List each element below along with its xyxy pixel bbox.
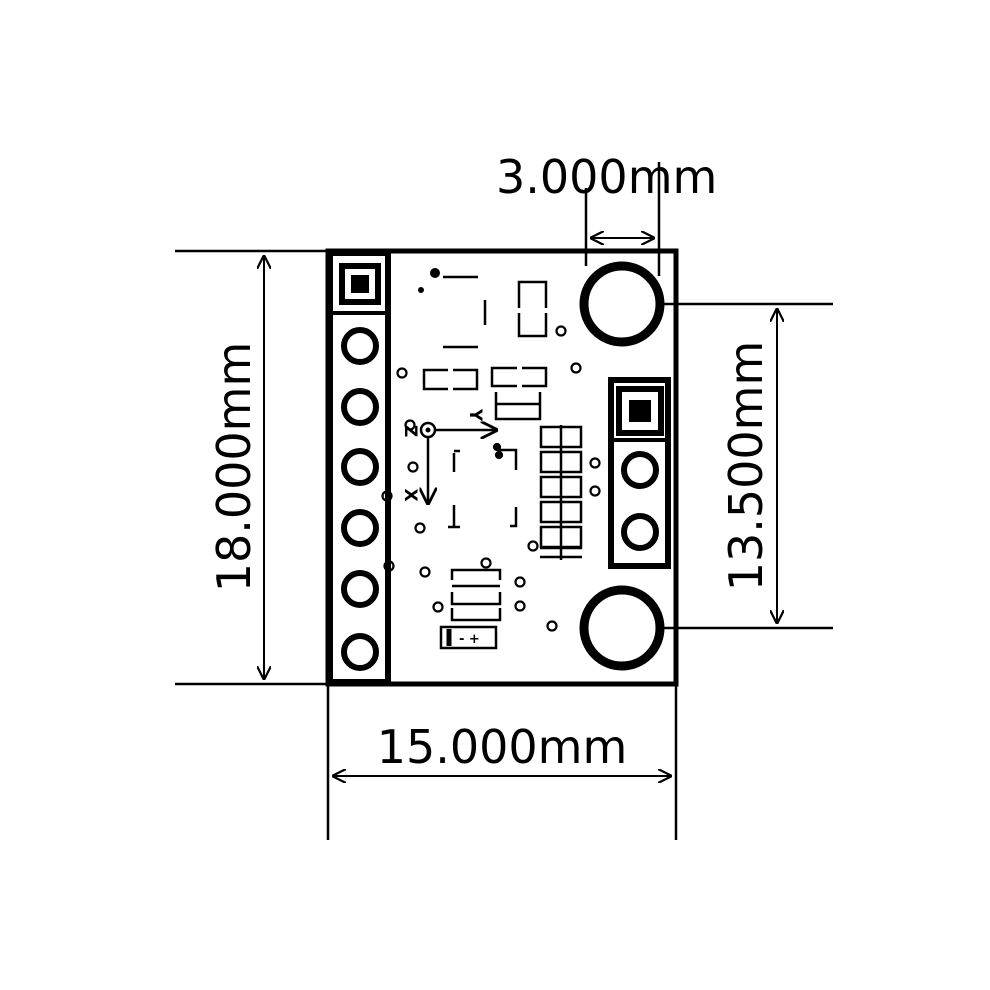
axis-label-y: Y bbox=[465, 408, 485, 422]
pin-2-pad bbox=[341, 327, 379, 365]
axis-label-x: X bbox=[400, 488, 420, 501]
pin-5-pad bbox=[341, 509, 379, 547]
left-header-frame bbox=[327, 250, 391, 685]
dimension-label-3mm: 3.000mm bbox=[496, 150, 717, 204]
component-silkscreen bbox=[418, 268, 583, 650]
pin-4-pad bbox=[341, 448, 379, 486]
polarity-mark: - + bbox=[459, 632, 480, 647]
right-header-frame bbox=[608, 377, 671, 569]
dimension-label-18mm: 18.000mm bbox=[207, 342, 261, 593]
right-pin-1-square-pad bbox=[616, 386, 664, 436]
dimension-board-height: 18.000mm bbox=[175, 249, 330, 686]
axis-indicator: Y Z X bbox=[400, 408, 498, 505]
pin1-dot bbox=[430, 268, 440, 278]
pin-6-pad bbox=[341, 570, 379, 608]
mounting-hole-bottom bbox=[579, 585, 665, 671]
dimension-hole-spacing-vertical: 13.500mm bbox=[660, 302, 833, 630]
pin-7-pad bbox=[341, 633, 379, 671]
left-pin-header bbox=[327, 250, 391, 685]
dimension-label-13-5mm: 13.500mm bbox=[719, 341, 773, 592]
dimension-label-15mm: 15.000mm bbox=[377, 720, 628, 774]
pin-1-square-hole bbox=[351, 275, 369, 293]
right-pin-header bbox=[608, 377, 671, 569]
mounting-hole-top bbox=[579, 261, 665, 347]
pin-3-pad bbox=[341, 388, 379, 426]
dimension-board-width: 15.000mm bbox=[326, 684, 678, 840]
dimension-hole-spacing-small: 3.000mm bbox=[496, 150, 717, 276]
pin-1-square-pad bbox=[339, 263, 381, 305]
vias bbox=[381, 325, 601, 632]
pin1-dot-small bbox=[418, 287, 424, 293]
axis-label-z: Z bbox=[400, 425, 420, 437]
right-pin-1-square-hole bbox=[629, 400, 651, 422]
right-pin-3-pad bbox=[621, 513, 659, 551]
right-pin-2-pad bbox=[621, 451, 659, 489]
axis-origin bbox=[419, 421, 437, 439]
